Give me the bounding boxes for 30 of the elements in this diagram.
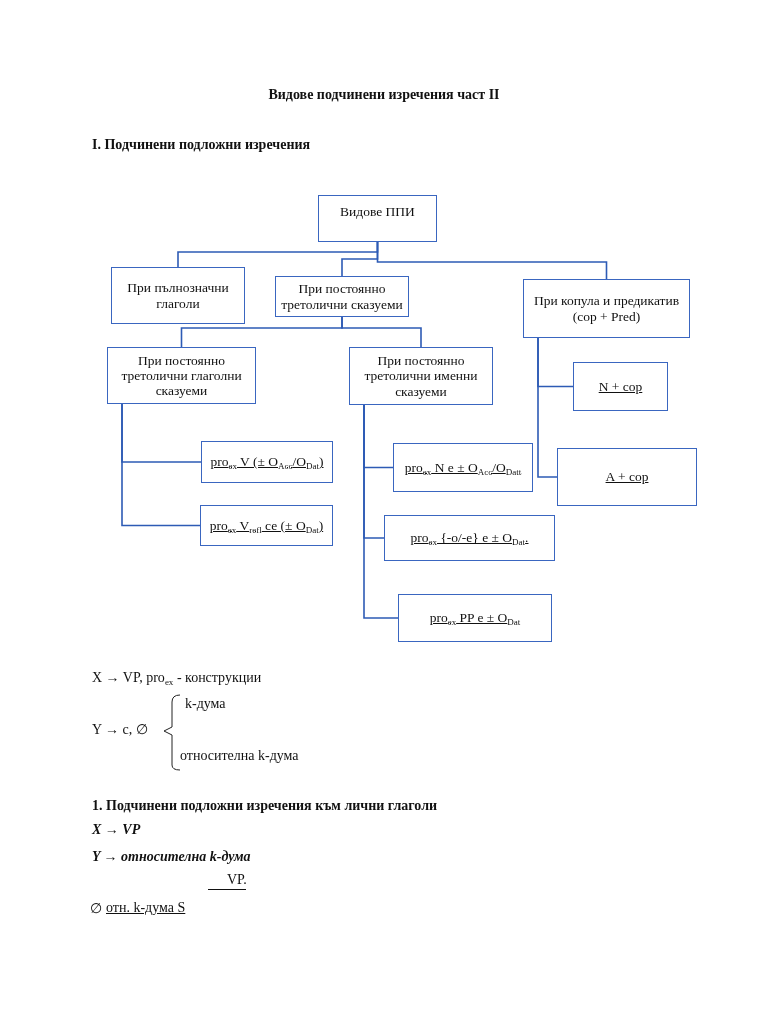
formula-box: pro$_{ex}$ V$_{refl}$ се (± O$_{Dat}$) — [200, 505, 333, 546]
connector-line — [121, 403, 201, 527]
formula-box: A + cop — [557, 448, 697, 506]
category-box: При постоянно третолични именни сказуеми — [349, 347, 493, 405]
formula-box: pro$_{ex}$ N е ± O$_{Acc}$/O$_{Datt}$ — [393, 443, 533, 492]
connector-line — [537, 337, 558, 478]
formula-text: отн. k-дума S — [106, 900, 186, 916]
category-box: При постоянно третолични сказуеми — [275, 276, 409, 317]
section-heading: I. Подчинени подложни изречения — [92, 137, 311, 153]
empty-set-symbol: ∅ — [90, 900, 102, 917]
rule-text: Y → относителна k-дума — [92, 849, 251, 865]
rule-text: X → VP, pro$_{ex}$ - конструкции — [92, 670, 262, 686]
category-box: Видове ППИ — [318, 195, 437, 242]
formula-box: N + cop — [573, 362, 668, 411]
option-text: k-дума — [185, 696, 226, 712]
rule-text: X → VP — [92, 822, 141, 838]
formula-text: VP. — [227, 872, 247, 888]
option-text: относителна k-дума — [180, 748, 299, 764]
category-box: При копула и предикатив (cop + Pred) — [523, 279, 690, 338]
formula-box: pro$_{ex}$ V (± O$_{Acc}$/O$_{Dat}$) — [201, 441, 333, 483]
connector-line — [376, 241, 608, 280]
category-box: При пълнозначни глаголи — [111, 267, 245, 324]
formula-box: pro$_{ex}$ PP е ± O$_{Dat}$ — [398, 594, 552, 642]
rule-text: Y → c, ∅ — [92, 721, 148, 738]
document-title: Видове подчинени изречения част II — [267, 87, 501, 103]
connector-line — [363, 404, 399, 619]
category-box: При постоянно третолични глаголни сказуеми — [107, 347, 256, 404]
section-heading: 1. Подчинени подложни изречения към лични глаголи — [92, 798, 438, 814]
formula-box: pro$_{ex}$ {-о/-е} е ± O$_{Dat}$. — [384, 515, 555, 561]
connector-line — [341, 316, 422, 348]
